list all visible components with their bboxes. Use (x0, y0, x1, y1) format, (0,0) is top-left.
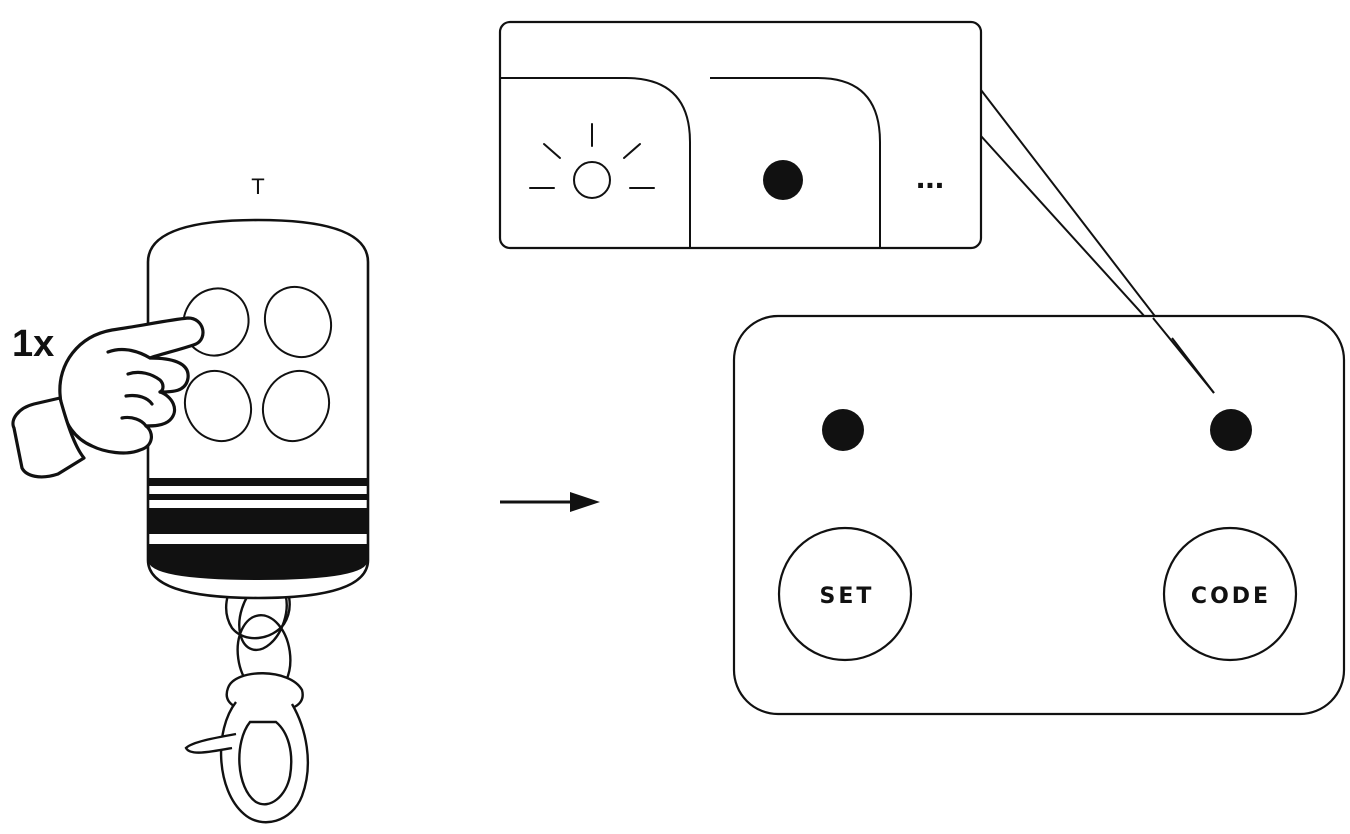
remote-buttons (172, 275, 343, 453)
callout-ellipsis: ... (916, 158, 944, 196)
led-callout: ... (498, 20, 1215, 394)
remote-button-2[interactable] (252, 275, 343, 369)
keyring-icon (184, 575, 309, 824)
remote-control: T 1x (11, 174, 370, 824)
press-count-label: 1x (12, 323, 54, 365)
steady-led-icon (763, 160, 803, 200)
callout-tabs (500, 77, 881, 248)
code-button[interactable]: CODE (1162, 526, 1298, 662)
remote-button-3[interactable] (172, 359, 263, 453)
led-right-icon (1210, 409, 1252, 451)
remote-button-4[interactable] (250, 359, 341, 453)
remote-stripe-band (148, 478, 368, 580)
set-button[interactable]: SET (777, 526, 913, 662)
hand-press-icon (11, 316, 205, 479)
blinking-led-icon (529, 123, 655, 199)
set-button-label: SET (820, 584, 875, 609)
remote-top-label: T (251, 174, 264, 199)
remote-body (146, 218, 370, 600)
led-left-icon (822, 409, 864, 451)
arrow-icon (500, 492, 600, 512)
code-button-label: CODE (1191, 584, 1271, 609)
receiver-panel: SET CODE (732, 314, 1346, 716)
